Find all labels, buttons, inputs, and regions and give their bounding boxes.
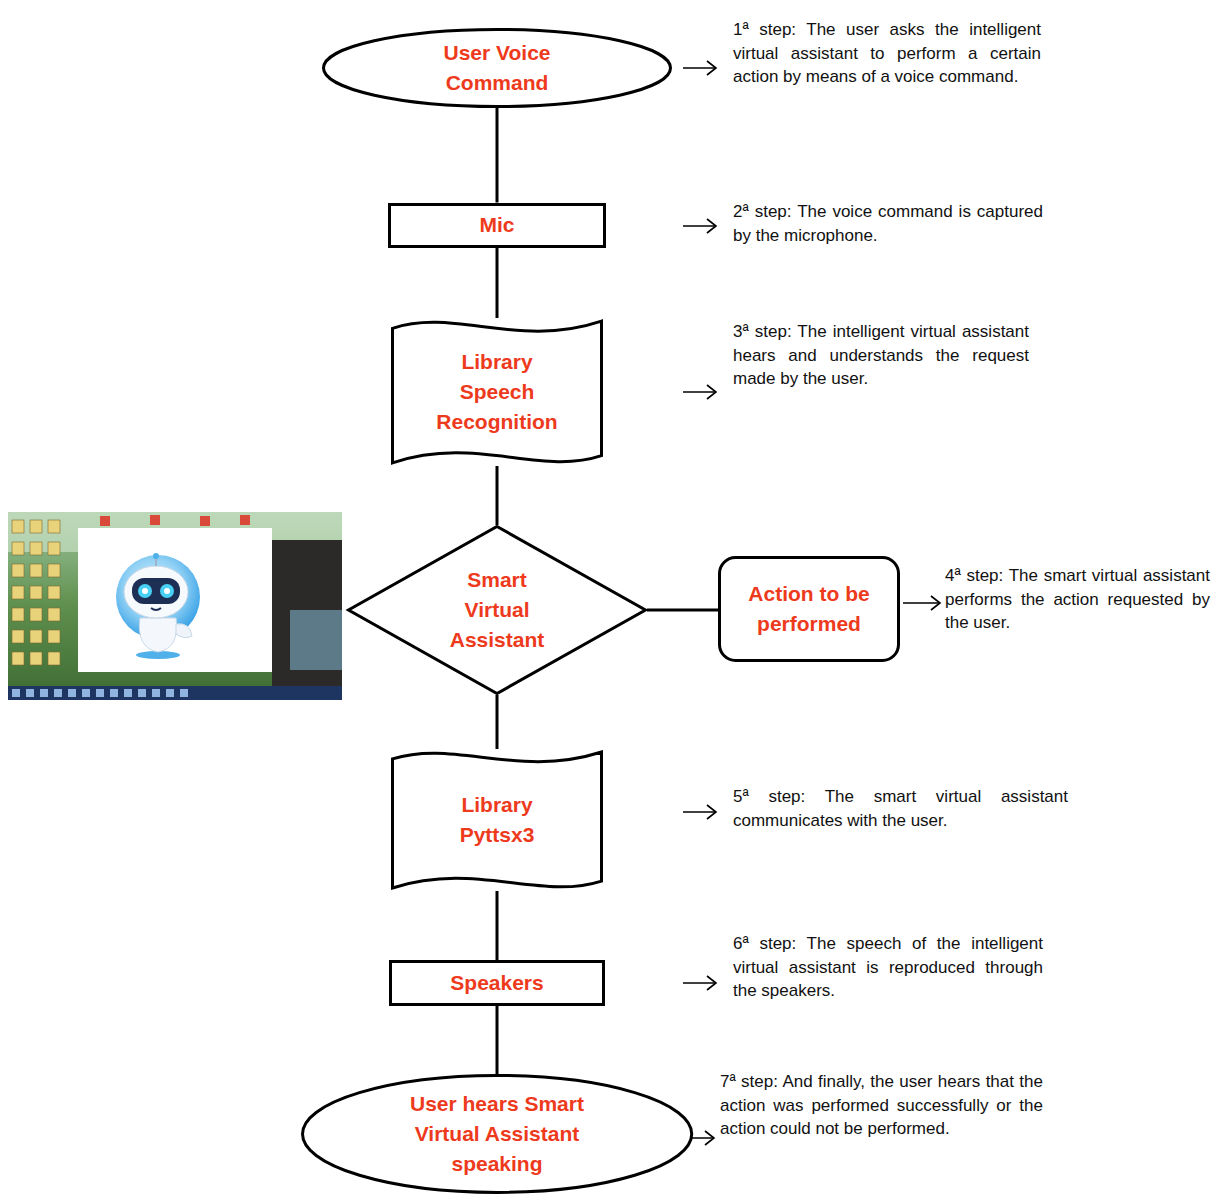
outline-shape [324, 30, 671, 107]
step-note: 7ª step: And finally, the user hears tha… [720, 1070, 1043, 1141]
outline-shape [393, 321, 602, 463]
node-label: User Voice Command [422, 38, 572, 98]
node-label: Action to be performed [734, 579, 884, 639]
outline-shape [390, 204, 605, 246]
connector-line [496, 466, 499, 525]
node-label: Library Pyttsx3 [427, 790, 567, 850]
connector-line [496, 248, 499, 319]
connector-line [647, 609, 718, 612]
connector-line [496, 1006, 499, 1074]
connector-line [496, 891, 499, 960]
node-label: User hears Smart Virtual Assistant speak… [392, 1089, 602, 1179]
step-note: 5ª step: The smart virtual assistant com… [733, 785, 1068, 832]
node-outline [322, 28, 672, 108]
step-note: 6ª step: The speech of the intelligent v… [733, 932, 1043, 1003]
outline-shape [720, 558, 899, 661]
node-label: Speakers [450, 968, 543, 998]
node-label: Smart Virtual Assistant [447, 565, 547, 655]
outline-shape [349, 527, 646, 694]
start-ellipse: User Voice Command [322, 28, 672, 108]
end-ellipse: User hears Smart Virtual Assistant speak… [301, 1074, 693, 1194]
node-label: Mic [479, 210, 514, 240]
decision-diamond: Smart Virtual Assistant [347, 525, 647, 695]
input-box: Mic [388, 203, 606, 248]
connector-line [496, 108, 499, 203]
node-outline [718, 556, 900, 662]
step-note: 3ª step: The intelligent virtual assista… [733, 320, 1029, 391]
step-note: 1ª step: The user asks the intelligent v… [733, 18, 1041, 89]
connector-line [496, 695, 499, 749]
outline-shape [391, 962, 604, 1005]
action-box: Action to be performed [718, 556, 900, 662]
node-outline [391, 749, 603, 891]
desktop-screenshot [8, 512, 342, 700]
node-label: Library Speech Recognition [427, 347, 567, 437]
library-tape: Library Pyttsx3 [391, 749, 603, 891]
output-box: Speakers [389, 960, 605, 1006]
library-tape: Library Speech Recognition [391, 318, 603, 466]
outline-shape [393, 752, 602, 888]
outline-shape [302, 1076, 691, 1193]
step-note: 4ª step: The smart virtual assistant per… [945, 564, 1210, 635]
step-note: 2ª step: The voice command is captured b… [733, 200, 1043, 247]
